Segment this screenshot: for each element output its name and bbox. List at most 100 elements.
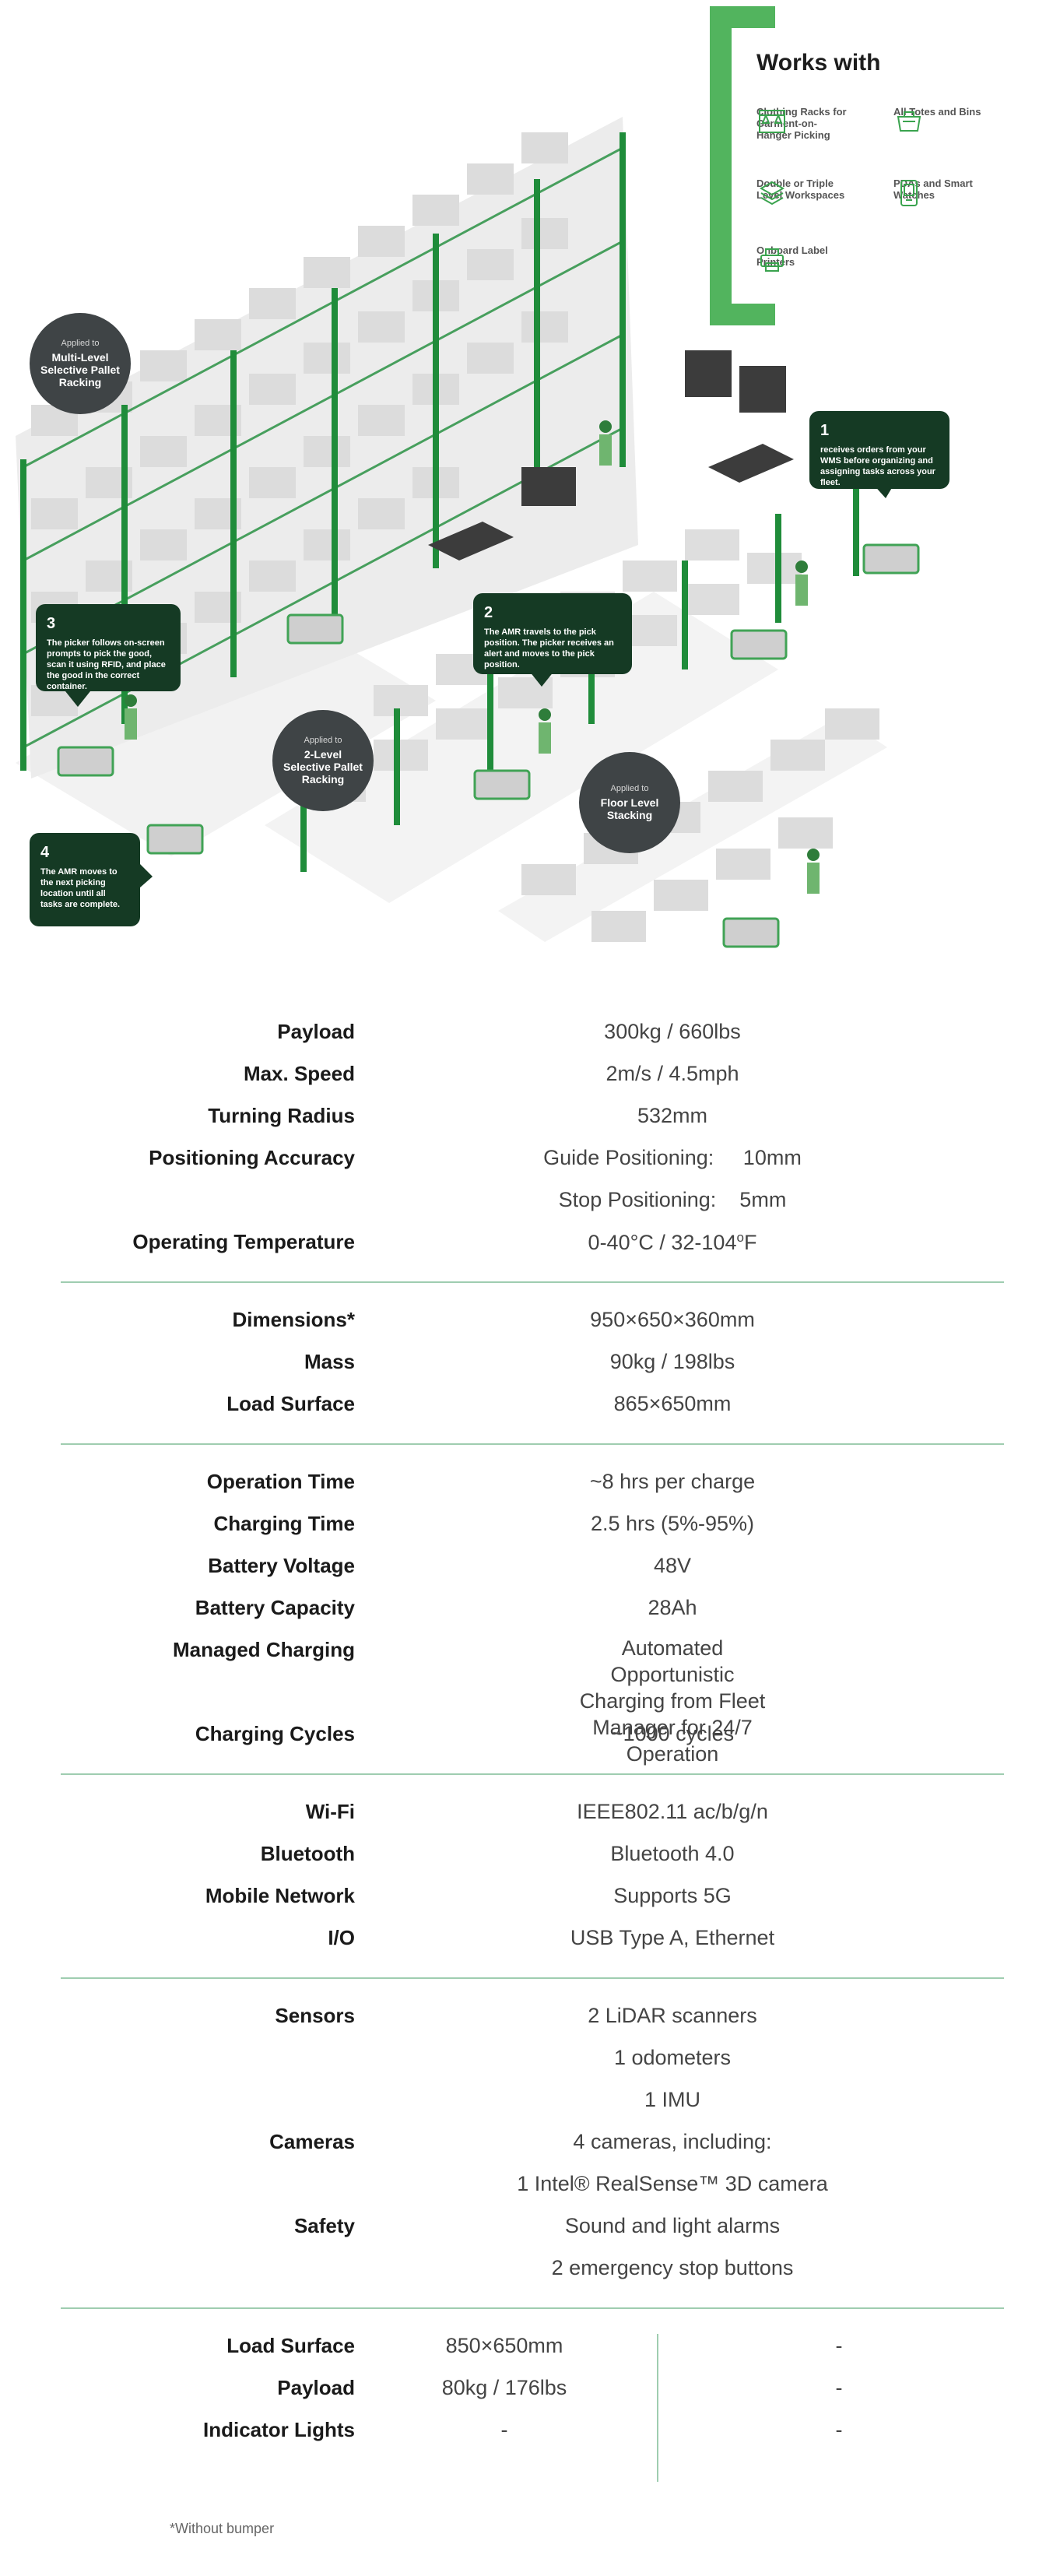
callout-step-3: 3 The picker follows on-screen prompts t… — [36, 604, 181, 691]
temperature-unit: F — [743, 1231, 757, 1254]
spec-row: 1 IMU — [61, 2080, 1004, 2122]
spec-label: Load Surface — [226, 1392, 355, 1415]
spec-row: Cameras 4 cameras, including: — [61, 2122, 1004, 2164]
badge-title: Floor Level Stacking — [600, 796, 659, 821]
works-item-totes: All Totes and Bins — [893, 106, 987, 132]
spec-row: Battery Voltage 48V — [61, 1546, 1004, 1588]
callout-step-1: 1 receives orders from your WMS before o… — [809, 411, 949, 489]
spec-label: Operation Time — [206, 1470, 355, 1493]
spec-row: Charging Cycles~1000 cycles — [61, 1714, 1004, 1756]
pda-icon — [900, 180, 918, 206]
badge-caption: Applied to — [304, 736, 342, 745]
badge-floor-stacking: Applied to Floor Level Stacking — [579, 752, 680, 853]
spec-value: 48V — [653, 1554, 692, 1577]
callout-text: receives orders from your WMS before org… — [820, 445, 935, 487]
spec-row: Mobile Network Supports 5G — [61, 1876, 1004, 1918]
callout-number: 1 — [820, 422, 830, 439]
spec-value: Supports 5G — [613, 1884, 732, 1907]
spec-value: 1 Intel® RealSense™ 3D camera — [517, 2172, 828, 2195]
warehouse-illustration: Works with Clothing Racks for Garment-on… — [0, 0, 1046, 996]
spec-group-options: Load Surface 850×650mm - Payload 80kg / … — [61, 2326, 1004, 2482]
spec-value: 0-40°C / 32-104 — [588, 1231, 737, 1254]
spec-row: Dimensions*950×650×360mm — [61, 1300, 1004, 1342]
spec-value-temperature: 0-40°C / 32-104oF — [450, 1230, 895, 1255]
callout-text: The picker follows on-screen prompts to … — [47, 638, 166, 691]
spec-value: - — [500, 2418, 508, 2441]
callout-step-2: 2 The AMR travels to the pick position. … — [473, 593, 632, 674]
spec-row: Operating Temperature 0-40°C / 32-104oF — [61, 1222, 1004, 1264]
spec-row: Operation Time ~8 hrs per charge — [61, 1462, 1004, 1504]
spec-label: Sensors — [275, 2004, 355, 2027]
spec-label: Battery Voltage — [208, 1554, 355, 1577]
spec-label: Safety — [293, 2214, 355, 2237]
spec-row: Indicator Lights - - — [61, 2410, 1004, 2452]
spec-label: Mass — [304, 1350, 355, 1373]
spec-row: Stop Positioning: 5mm — [61, 1180, 1004, 1222]
badge-title: Multi-Level Selective Pallet Racking — [40, 351, 120, 388]
spec-value: 865×650mm — [613, 1392, 732, 1415]
spec-value: 90kg / 198lbs — [609, 1350, 735, 1373]
spec-label: Bluetooth — [260, 1842, 355, 1865]
spec-row: Mass 90kg / 198lbs — [61, 1342, 1004, 1384]
section-divider — [61, 1977, 1004, 1979]
spec-label: Positioning Accuracy — [149, 1146, 355, 1169]
spec-value-alt: - — [835, 2376, 843, 2399]
spec-value: Automated Opportunistic Charging from Fl… — [579, 1636, 766, 1766]
spec-row: Bluetooth Bluetooth 4.0 — [61, 1834, 1004, 1876]
spec-row: Load Surface 865×650mm — [61, 1384, 1004, 1426]
spec-value: 300kg / 660lbs — [604, 1020, 741, 1043]
works-with-title: Works with — [756, 50, 881, 76]
spec-label: Mobile Network — [205, 1884, 355, 1907]
works-with-bracket-bottom — [710, 304, 775, 325]
spec-value: ~8 hrs per charge — [589, 1470, 756, 1493]
badge-caption: Applied to — [610, 784, 649, 793]
callout-number: 4 — [40, 844, 50, 861]
callout-number: 3 — [47, 615, 56, 632]
spec-label: Cameras — [269, 2130, 355, 2153]
spec-label: Operating Temperature — [132, 1230, 355, 1253]
spec-label: Charging Time — [213, 1512, 355, 1535]
spec-value: 1 odometers — [613, 2046, 732, 2069]
spec-value: USB Type A, Ethernet — [570, 1926, 775, 1949]
spec-value: 80kg / 176lbs — [441, 2376, 567, 2399]
spec-row: Load Surface 850×650mm - — [61, 2326, 1004, 2368]
callout-text: The AMR moves to the next picking locati… — [40, 867, 121, 909]
works-item-label: Double or Triple Level Workspaces — [756, 177, 845, 201]
spec-label: Load Surface — [226, 2334, 355, 2357]
spec-value: Stop Positioning: 5mm — [558, 1188, 787, 1211]
amr-robots — [57, 543, 920, 948]
spec-value: 1 IMU — [644, 2088, 700, 2111]
spec-row: 1 odometers — [61, 2038, 1004, 2080]
spec-value: 4 cameras, including: — [573, 2130, 772, 2153]
spec-row: Payload 80kg / 176lbs - — [61, 2368, 1004, 2410]
section-divider — [61, 1773, 1004, 1775]
callout-number: 2 — [484, 604, 493, 621]
degree-mark: o — [736, 1230, 744, 1245]
spec-value: Bluetooth 4.0 — [610, 1842, 735, 1865]
printer-icon — [760, 248, 784, 272]
works-item-clothing-racks: Clothing Racks for Garment-on-Hanger Pic… — [756, 106, 850, 141]
spec-value-alt: - — [835, 2418, 843, 2441]
works-with-panel: Works with Clothing Racks for Garment-on… — [710, 6, 1021, 325]
spec-value-alt: - — [835, 2334, 843, 2357]
column-divider — [657, 2334, 658, 2482]
spec-value: 2 LiDAR scanners — [588, 2004, 757, 2027]
spec-value: 850×650mm — [445, 2334, 563, 2357]
section-divider — [61, 2307, 1004, 2309]
spec-value: Guide Positioning: 10mm — [543, 1146, 802, 1169]
footnote: *Without bumper — [170, 2521, 275, 2536]
spec-group-battery: Operation Time ~8 hrs per charge Charging… — [61, 1462, 1004, 1766]
spec-label: Indicator Lights — [203, 2418, 355, 2441]
tote-icon — [897, 111, 921, 132]
spec-label: Payload — [277, 2376, 355, 2399]
